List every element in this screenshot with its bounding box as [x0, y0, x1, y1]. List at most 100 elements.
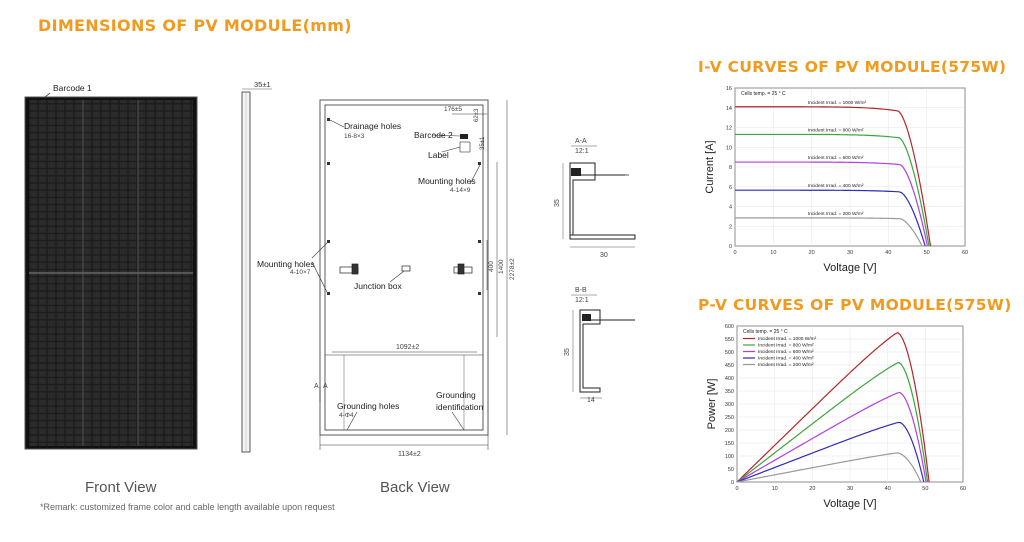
grounding-holes-label: Grounding holes: [337, 401, 399, 411]
side-view-drawing: 35±1: [241, 80, 272, 453]
y-tick-label: 0: [731, 480, 734, 486]
y-tick-label: 0: [729, 244, 732, 250]
series-label: Incident Irrad. = 400 W/m²: [808, 183, 864, 189]
y-tick-label: 6: [729, 185, 732, 191]
dim-2278: 2278±2: [509, 258, 516, 280]
y-tick-label: 500: [725, 350, 734, 356]
series-label: Incident Irrad. = 600 W/m²: [808, 155, 864, 161]
y-tick-label: 8: [729, 165, 732, 171]
drainage-holes-label: Drainage holes: [344, 121, 401, 131]
dim-1092: 1092±2: [396, 344, 419, 351]
x-tick-label: 60: [960, 486, 966, 492]
chart-annotation: Cells temp. = 25 ° C: [743, 329, 788, 335]
series-line: [735, 133, 930, 247]
y-tick-label: 10: [726, 145, 732, 151]
drainage-holes-spec: 16-8×3: [344, 133, 365, 140]
y-tick-label: 14: [726, 106, 732, 112]
y-tick-label: 150: [725, 441, 734, 447]
y-axis-label: Power [W]: [706, 379, 718, 430]
series-line: [736, 391, 927, 483]
y-tick-label: 350: [725, 389, 734, 395]
series-label: Incident Irrad. = 1000 W/m²: [808, 100, 867, 106]
section-bb-scale: 12:1: [575, 297, 589, 304]
barcode-2-label: Barcode 2: [414, 130, 453, 140]
x-tick-label: 20: [809, 486, 815, 492]
mounting-holes-right-spec: 4-14×9: [450, 187, 471, 194]
series-line: [736, 332, 930, 483]
series-line: [735, 189, 926, 247]
x-tick-label: 60: [962, 250, 968, 256]
y-tick-label: 250: [725, 415, 734, 421]
legend-entry: Incident Irrad. = 400 W/m²: [758, 356, 814, 362]
front-view-label: Front View: [85, 479, 157, 496]
series-line: [736, 421, 925, 483]
series-line: [735, 161, 929, 247]
section-a-left: A: [314, 383, 319, 390]
section-bb-drawing: B-B 12:1 35 14: [564, 287, 635, 404]
dim-r1: 62±3: [474, 108, 480, 122]
x-tick-label: 50: [922, 486, 928, 492]
mounting-holes-right: Mounting holes: [418, 176, 476, 186]
y-tick-label: 450: [725, 363, 734, 369]
back-view-drawing: Drainage holes 16-8×3 176±5 62±3 35±1 Ba…: [257, 99, 516, 458]
series-line: [736, 452, 922, 483]
dim-400: 400: [488, 261, 495, 272]
x-tick-label: 10: [772, 486, 778, 492]
dim-1400: 1400: [498, 259, 505, 274]
grounding-id-label: Grounding: [436, 390, 476, 400]
section-aa-height: 35: [554, 199, 561, 207]
dim-1134: 1134±2: [398, 451, 421, 458]
chart-annotation: Cells temp. = 25 ° C: [741, 91, 786, 97]
dim-r2: 35±1: [480, 136, 486, 150]
series-label: Incident Irrad. = 800 W/m²: [808, 127, 864, 133]
dim-176: 176±5: [444, 106, 462, 113]
pv-chart: 0 10 20 30 40 50 600 50 100 150 200 250 300 350 400 450…: [706, 324, 966, 510]
y-tick-label: 16: [726, 86, 732, 92]
section-aa-drawing: A-A 12:1 35 30: [554, 138, 636, 259]
y-tick-label: 400: [725, 376, 734, 382]
label-text: Label: [428, 150, 449, 160]
remark-text: *Remark: customized frame color and cabl…: [40, 502, 335, 512]
legend-entry: Incident Irrad. = 200 W/m²: [758, 362, 814, 368]
back-view-label: Back View: [380, 479, 450, 496]
section-a-right: A: [323, 383, 328, 390]
y-tick-label: 100: [725, 454, 734, 460]
front-view-drawing: Barcode 1: [24, 83, 198, 450]
x-tick-label: 40: [885, 250, 891, 256]
section-aa-width: 30: [600, 252, 608, 259]
junction-box-label: Junction box: [354, 281, 402, 291]
series-line: [736, 361, 929, 483]
section-bb-height: 35: [564, 348, 571, 356]
x-tick-label: 40: [885, 486, 891, 492]
y-axis-label: Current [A]: [704, 140, 716, 193]
iv-chart-title: I-V CURVES OF PV MODULE(575W): [698, 58, 1007, 76]
legend-entry: Incident Irrad. = 800 W/m²: [758, 343, 814, 349]
y-tick-label: 300: [725, 402, 734, 408]
y-tick-label: 600: [725, 324, 734, 330]
x-tick-label: 20: [809, 250, 815, 256]
y-tick-label: 4: [729, 205, 732, 211]
section-aa-scale: 12:1: [575, 148, 589, 155]
front-barcode-label: Barcode 1: [53, 83, 92, 93]
y-tick-label: 12: [726, 126, 732, 132]
grounding-id-label-2: identification: [436, 402, 484, 412]
y-tick-label: 50: [728, 467, 734, 473]
grounding-holes-spec: 4-Φ4: [339, 412, 354, 419]
x-tick-label: 30: [847, 486, 853, 492]
section-bb-width: 14: [587, 397, 595, 404]
y-tick-label: 2: [729, 224, 732, 230]
series-line: [735, 106, 932, 247]
section-bb-title: B-B: [575, 287, 587, 294]
y-tick-label: 200: [725, 428, 734, 434]
pv-chart-title: P-V CURVES OF PV MODULE(575W): [698, 296, 1012, 314]
x-axis-label: Voltage [V]: [823, 498, 876, 510]
series-label: Incident Irrad. = 200 W/m²: [808, 211, 864, 217]
y-tick-label: 550: [725, 337, 734, 343]
dimensions-title: DIMENSIONS OF PV MODULE(mm): [38, 16, 352, 35]
x-tick-label: 10: [770, 250, 776, 256]
legend-entry: Incident Irrad. = 600 W/m²: [758, 349, 814, 355]
x-tick-label: 0: [733, 250, 736, 256]
series-line: [735, 217, 923, 247]
x-tick-label: 30: [847, 250, 853, 256]
